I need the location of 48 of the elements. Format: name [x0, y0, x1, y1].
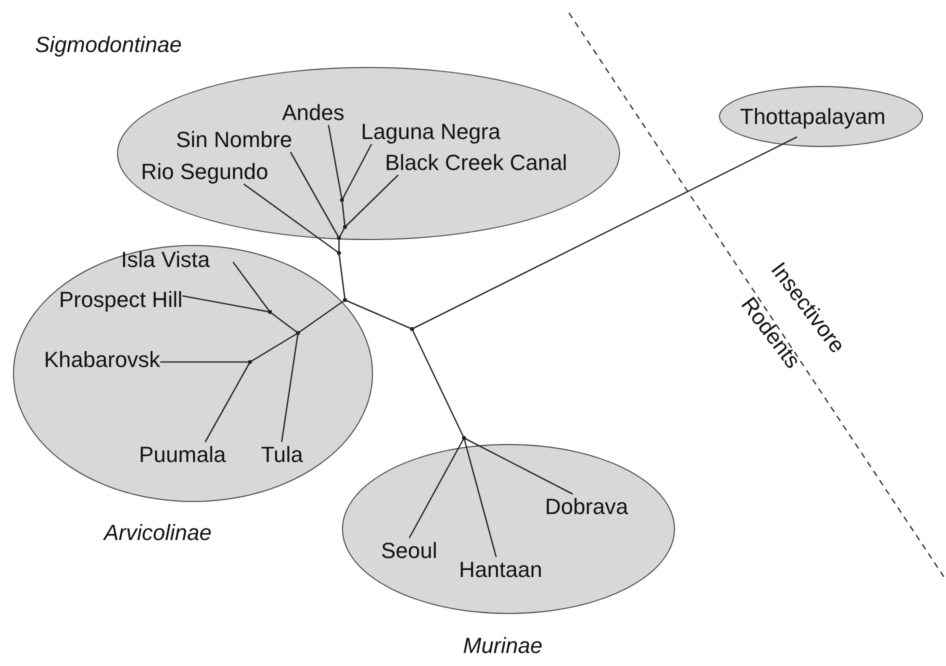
virus-name: Sin Nombre [176, 127, 292, 152]
branch-line [341, 144, 372, 200]
group-heading: Sigmodontinae [35, 32, 182, 57]
virus-name: Prospect Hill [59, 287, 182, 312]
branch-point [268, 310, 272, 314]
branch-point [337, 236, 341, 240]
branch-line [338, 252, 346, 300]
branch-line [338, 226, 346, 238]
group-heading: Arvicolinae [104, 520, 212, 545]
branch-line [232, 262, 271, 312]
branch-point [343, 225, 347, 229]
virus-name: Hantaan [459, 557, 542, 582]
virus-name: Laguna Negra [361, 119, 500, 144]
branch-line [328, 124, 343, 200]
branch-line [464, 437, 573, 495]
branch-line [338, 238, 340, 253]
virus-name: Rio Segundo [141, 159, 268, 184]
virus-name: Tula [261, 442, 303, 467]
virus-name: Dobrava [545, 494, 628, 519]
branch-line [281, 332, 299, 442]
branch-line [463, 438, 497, 558]
virus-name: Khabarovsk [44, 347, 160, 372]
virus-name: Isla Vista [121, 247, 210, 272]
branch-point [296, 331, 300, 335]
branch-point [462, 436, 466, 440]
virus-name: Puumala [139, 442, 226, 467]
branch-line [344, 174, 399, 228]
branch-line [344, 299, 412, 330]
group-heading: Murinae [463, 633, 542, 658]
branch-line [204, 362, 251, 442]
branch-point [340, 198, 344, 202]
branch-line [182, 295, 270, 313]
branch-line [160, 361, 250, 363]
branch-line [250, 332, 298, 363]
branch-line [298, 299, 346, 334]
branch-point [248, 360, 252, 364]
branch-line [412, 136, 798, 330]
branch-line [243, 183, 340, 254]
virus-name: Andes [282, 100, 344, 125]
branch-point [410, 327, 414, 331]
branch-line [270, 311, 298, 334]
branch-line [290, 152, 340, 238]
virus-name: Black Creek Canal [385, 150, 568, 175]
virus-name: Seoul [381, 538, 438, 563]
branch-line [341, 200, 346, 228]
virus-name: Thottapalayam [740, 104, 886, 129]
branch-line [408, 438, 465, 538]
branch-line [411, 328, 465, 438]
